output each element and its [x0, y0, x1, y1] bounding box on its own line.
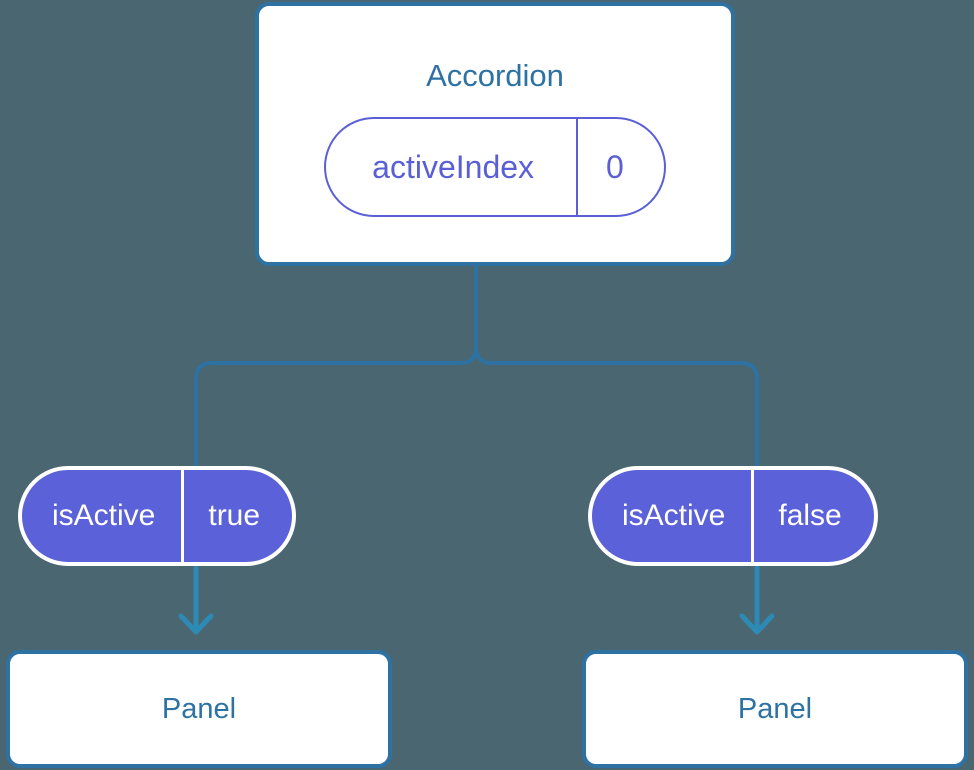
panel-title-right: Panel [737, 692, 813, 725]
prop-pill-is-active-false[interactable]: isActive false [588, 466, 878, 566]
accordion-component-node[interactable]: Accordion activeIndex 0 [255, 2, 735, 266]
panel-component-node-left[interactable]: Panel [6, 650, 392, 768]
state-pill-value: 0 [576, 119, 664, 215]
prop-pill-value: false [751, 470, 873, 562]
arrow-head-left [178, 613, 214, 635]
panel-component-node-right[interactable]: Panel [582, 650, 968, 768]
prop-pill-value: true [181, 470, 292, 562]
accordion-title: Accordion [426, 58, 564, 93]
state-pill-key: activeIndex [372, 149, 535, 185]
branch-connector-path-right [474, 264, 759, 472]
arrow-head-right [739, 613, 775, 635]
state-pill-active-index[interactable]: activeIndex 0 [324, 117, 666, 217]
prop-pill-key: isActive [52, 499, 156, 532]
prop-pill-key: isActive [622, 499, 726, 532]
panel-title-left: Panel [161, 692, 237, 725]
prop-pill-is-active-true[interactable]: isActive true [18, 466, 297, 566]
branch-connector-path [194, 264, 478, 472]
